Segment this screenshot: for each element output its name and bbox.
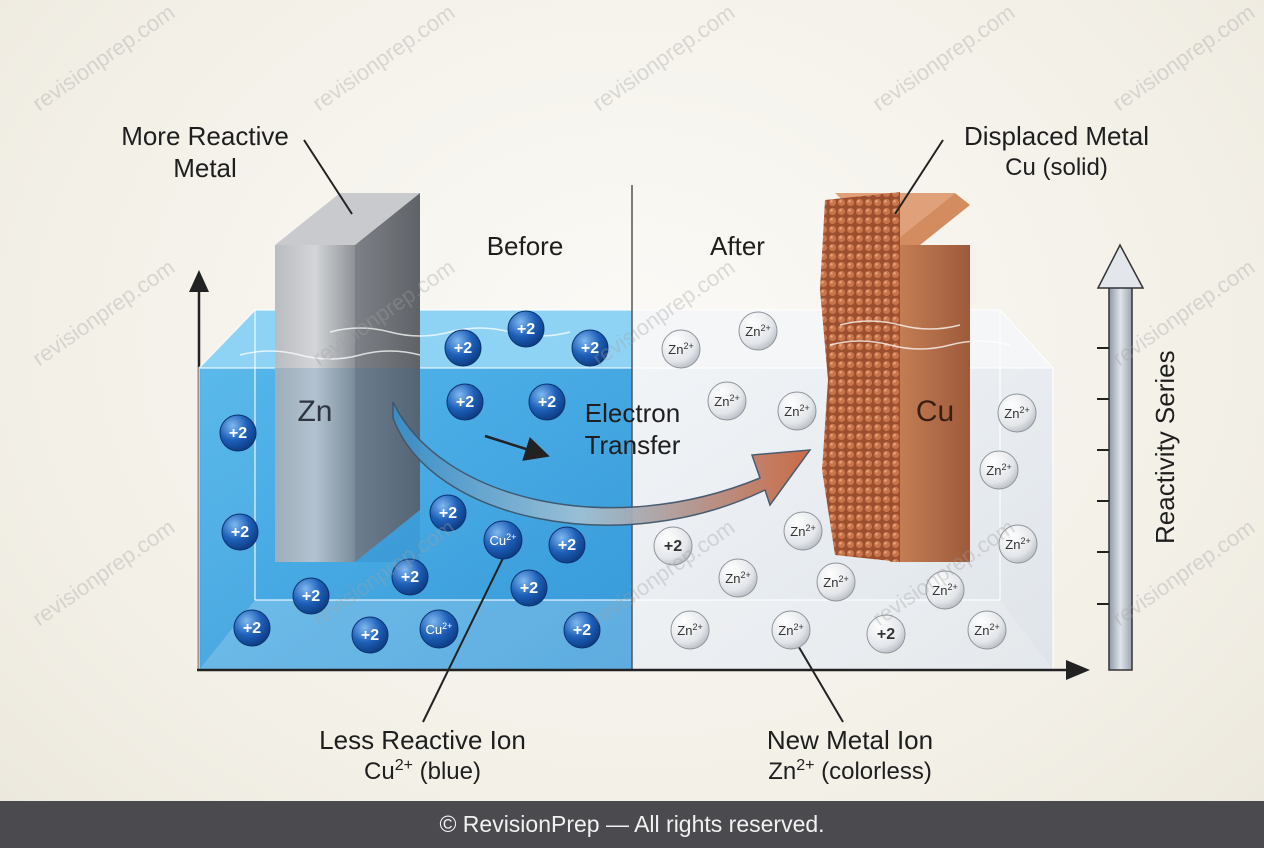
svg-text:+2: +2 <box>581 340 599 357</box>
plus2-ion: +2 <box>391 558 429 596</box>
svg-text:+2: +2 <box>243 620 261 637</box>
ions: +2+2+2+2+2+2+2+2+2+2+2+2+2+2+2Cu2+Cu2+Zn… <box>219 310 1038 654</box>
svg-text:+2: +2 <box>302 588 320 605</box>
plus2-ion: +2 <box>429 494 467 532</box>
leader-lines <box>303 139 944 723</box>
zn-ion: Zn2+ <box>738 311 778 351</box>
zn-ion: Zn2+ <box>783 511 823 551</box>
new-ion-line1: New Metal Ion <box>766 725 934 755</box>
more-reactive-metal-label: More Reactive Metal <box>100 120 310 184</box>
zn-ion: Zn2+ <box>670 610 710 650</box>
cu-ion: Cu2+ <box>419 609 459 649</box>
new-ion-charge: 2+ <box>796 757 815 774</box>
plus2-ion: +2 <box>221 513 259 551</box>
displaced-line1: Displaced Metal <box>964 121 1149 151</box>
less-reactive-ion: Cu <box>364 758 395 785</box>
reactivity-series-label: Reactivity Series <box>1150 350 1180 544</box>
displaced-line2: Cu (solid) <box>1005 154 1108 181</box>
less-reactive-note: (blue) <box>419 758 481 785</box>
zn-ion: Zn2+ <box>979 450 1019 490</box>
zn-ion: Zn2+ <box>661 329 701 369</box>
plus2-ion: +2 <box>351 616 389 654</box>
svg-text:+2: +2 <box>517 321 535 338</box>
more-reactive-line2: Metal <box>173 153 237 183</box>
new-ion: Zn <box>768 758 797 785</box>
before-label: Before <box>486 231 564 261</box>
svg-text:+2: +2 <box>558 537 576 554</box>
zn-ion: Zn2+ <box>925 570 965 610</box>
vertical-axis-arrowhead <box>189 270 209 292</box>
tank-floor <box>199 600 1053 670</box>
plus2-ion: +2 <box>444 329 482 367</box>
plus2-ion: +2 <box>548 526 586 564</box>
plus2-ion: +2 <box>653 526 693 566</box>
zn-ion: Zn2+ <box>707 381 747 421</box>
displaced-metal-label: Displaced Metal Cu (solid) <box>944 120 1169 184</box>
svg-text:+2: +2 <box>401 569 419 586</box>
plus2-ion: +2 <box>528 383 566 421</box>
copyright-footer: © RevisionPrep — All rights reserved. <box>0 801 1264 848</box>
plus2-ion: +2 <box>563 611 601 649</box>
plus2-ion: +2 <box>571 329 609 367</box>
horizontal-axis-arrowhead <box>1066 660 1090 680</box>
svg-text:+2: +2 <box>229 425 247 442</box>
less-reactive-charge: 2+ <box>394 757 413 774</box>
plus2-ion: +2 <box>507 310 545 348</box>
svg-text:+2: +2 <box>231 524 249 541</box>
zn-ion: Zn2+ <box>816 562 856 602</box>
zn-ion: Zn2+ <box>997 393 1037 433</box>
less-reactive-ion-label: Less Reactive Ion Cu2+ (blue) <box>300 724 545 788</box>
cu-metal-label: Cu <box>915 395 955 428</box>
svg-text:+2: +2 <box>538 394 556 411</box>
svg-text:+2: +2 <box>664 538 682 555</box>
zn-ion: Zn2+ <box>771 610 811 650</box>
svg-text:+2: +2 <box>877 626 895 643</box>
electron-transfer-label: Electron Transfer <box>570 397 695 461</box>
plus2-ion: +2 <box>219 414 257 452</box>
less-reactive-line1: Less Reactive Ion <box>319 725 526 755</box>
more-reactive-line1: More Reactive <box>121 121 289 151</box>
svg-text:+2: +2 <box>456 394 474 411</box>
zn-metal-label: Zn <box>297 395 333 428</box>
new-ion-note: (colorless) <box>821 758 932 785</box>
new-metal-ion-label: New Metal Ion Zn2+ (colorless) <box>750 724 950 788</box>
svg-text:+2: +2 <box>454 340 472 357</box>
new-ion-line2: Zn2+ (colorless) <box>750 756 950 788</box>
plus2-ion: +2 <box>866 614 906 654</box>
zn-ion: Zn2+ <box>998 524 1038 564</box>
less-reactive-line2: Cu2+ (blue) <box>300 756 545 788</box>
plus2-ion: +2 <box>292 577 330 615</box>
reactivity-series-arrow <box>1096 243 1145 671</box>
zinc-block <box>275 193 420 562</box>
after-label: After <box>710 231 765 261</box>
zn-ion: Zn2+ <box>967 610 1007 650</box>
cu-ion: Cu2+ <box>483 520 523 560</box>
small-electron-arrow <box>484 434 550 461</box>
zn-ion: Zn2+ <box>777 391 817 431</box>
svg-text:+2: +2 <box>573 622 591 639</box>
electron-transfer-arrow <box>392 401 812 526</box>
copper-block <box>820 192 970 562</box>
electron-line1: Electron <box>584 398 681 428</box>
svg-text:+2: +2 <box>520 580 538 597</box>
plus2-ion: +2 <box>233 609 271 647</box>
svg-text:+2: +2 <box>361 627 379 644</box>
zn-ion: Zn2+ <box>718 558 758 598</box>
plus2-ion: +2 <box>446 383 484 421</box>
electron-line2: Transfer <box>584 430 681 460</box>
svg-text:+2: +2 <box>439 505 457 522</box>
plus2-ion: +2 <box>510 569 548 607</box>
